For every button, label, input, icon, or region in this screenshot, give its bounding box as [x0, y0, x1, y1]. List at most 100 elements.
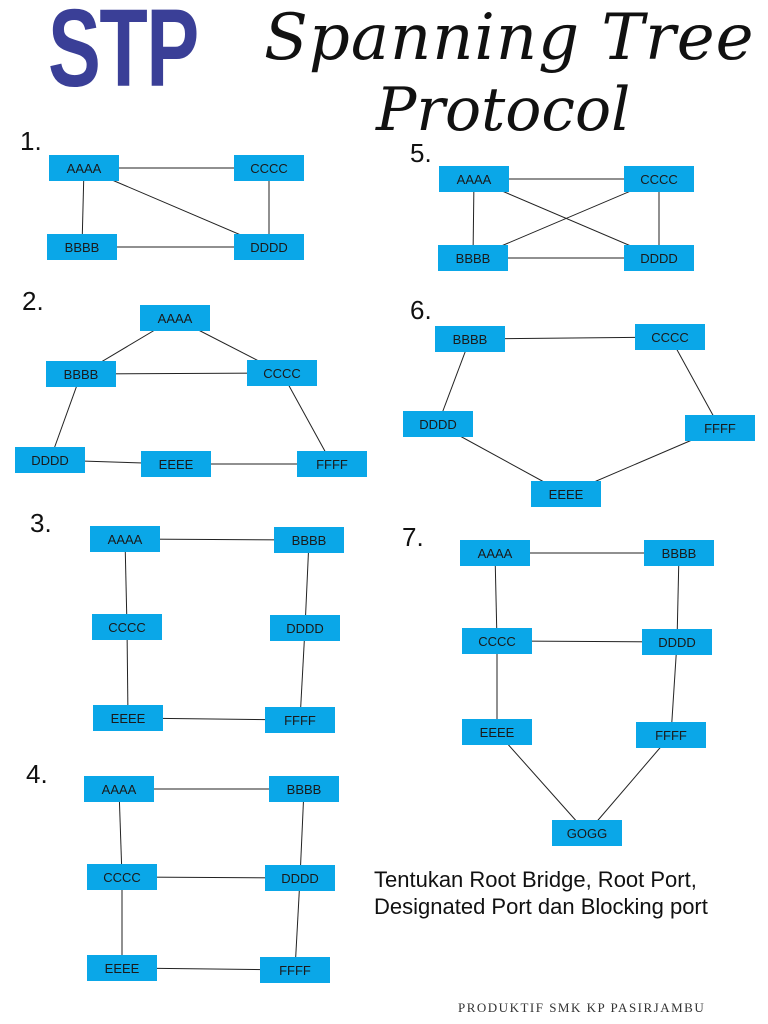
- switch-node-dddd: DDDD: [403, 411, 473, 437]
- link-cccc-ffff: [281, 372, 333, 465]
- switch-label: AAAA: [478, 546, 513, 561]
- switch-node-eeee: EEEE: [141, 451, 211, 477]
- switch-label: FFFF: [279, 963, 311, 978]
- link-aaaa-dddd: [83, 167, 270, 248]
- switch-label: DDDD: [419, 417, 457, 432]
- link-cccc-ffff: [669, 336, 721, 429]
- switch-node-cccc: CCCC: [92, 614, 162, 640]
- link-aaaa-cccc: [118, 788, 123, 878]
- diagram-number-5: 5.: [410, 138, 432, 168]
- switch-label: FFFF: [704, 421, 736, 436]
- switch-node-ffff: FFFF: [265, 707, 335, 733]
- switch-node-cccc: CCCC: [624, 166, 694, 192]
- diagram-number-2: 2.: [22, 286, 44, 316]
- switch-box: [265, 707, 335, 733]
- switch-label: AAAA: [158, 311, 193, 326]
- switch-box: [636, 722, 706, 748]
- switch-node-aaaa: AAAA: [460, 540, 530, 566]
- switch-box: [247, 360, 317, 386]
- switch-label: DDDD: [640, 251, 678, 266]
- link-eeee-gogg: [496, 731, 588, 834]
- switch-box: [531, 481, 601, 507]
- switch-label: EEEE: [159, 457, 194, 472]
- switch-node-ffff: FFFF: [685, 415, 755, 441]
- link-aaaa-bbbb: [472, 178, 475, 259]
- switch-label: AAAA: [457, 172, 492, 187]
- switch-node-aaaa: AAAA: [140, 305, 210, 331]
- switch-label: CCCC: [263, 366, 301, 381]
- switch-label: EEEE: [111, 711, 146, 726]
- link-bbbb-dddd: [437, 338, 471, 425]
- link-cccc-eeee: [126, 626, 129, 719]
- switch-box: [274, 527, 344, 553]
- switch-label: BBBB: [456, 251, 491, 266]
- switch-box: [234, 155, 304, 181]
- switch-label: BBBB: [292, 533, 327, 548]
- switch-label: AAAA: [102, 782, 137, 797]
- switch-box: [462, 628, 532, 654]
- switch-node-dddd: DDDD: [265, 865, 335, 891]
- diagram-number-4: 4.: [26, 759, 48, 789]
- switch-box: [87, 864, 157, 890]
- switch-label: CCCC: [478, 634, 516, 649]
- diagram-number-1: 1.: [20, 126, 42, 156]
- switch-box: [46, 361, 116, 387]
- switch-label: AAAA: [108, 532, 143, 547]
- switch-label: DDDD: [250, 240, 288, 255]
- switch-box: [269, 776, 339, 802]
- switch-label: BBBB: [64, 367, 99, 382]
- switch-label: CCCC: [250, 161, 288, 176]
- link-cccc-bbbb: [472, 178, 660, 259]
- switch-box: [644, 540, 714, 566]
- switch-node-bbbb: BBBB: [47, 234, 117, 260]
- switch-box: [15, 447, 85, 473]
- switch-box: [462, 719, 532, 745]
- switch-node-aaaa: AAAA: [439, 166, 509, 192]
- switch-label: BBBB: [662, 546, 697, 561]
- switch-box: [297, 451, 367, 477]
- switch-box: [265, 865, 335, 891]
- switch-node-dddd: DDDD: [642, 629, 712, 655]
- diagram-number-6: 6.: [410, 295, 432, 325]
- switch-box: [87, 955, 157, 981]
- switch-box: [439, 166, 509, 192]
- switch-node-cccc: CCCC: [87, 864, 157, 890]
- switch-node-cccc: CCCC: [234, 155, 304, 181]
- switch-node-eeee: EEEE: [531, 481, 601, 507]
- switch-node-cccc: CCCC: [247, 360, 317, 386]
- switch-box: [141, 451, 211, 477]
- diagram-2: AAAA BBBB CCCC DDDD EEEE FFFF: [15, 305, 367, 477]
- switch-node-bbbb: BBBB: [274, 527, 344, 553]
- link-aaaa-cccc: [494, 552, 498, 642]
- switch-box: [624, 245, 694, 271]
- switch-box: [49, 155, 119, 181]
- switch-label: BBBB: [65, 240, 100, 255]
- switch-node-dddd: DDDD: [15, 447, 85, 473]
- link-aaaa-bbbb: [81, 167, 85, 248]
- switch-label: FFFF: [316, 457, 348, 472]
- link-bbbb-dddd: [676, 552, 680, 643]
- switch-box: [93, 705, 163, 731]
- switch-label: CCCC: [108, 620, 146, 635]
- switch-label: CCCC: [651, 330, 689, 345]
- switch-node-eeee: EEEE: [93, 705, 163, 731]
- switch-node-dddd: DDDD: [624, 245, 694, 271]
- link-dddd-ffff: [670, 641, 678, 736]
- link-bbbb-dddd: [299, 788, 305, 879]
- switch-label: FFFF: [284, 713, 316, 728]
- switch-node-aaaa: AAAA: [49, 155, 119, 181]
- switch-box: [642, 629, 712, 655]
- switch-node-gogg: GOGG: [552, 820, 622, 846]
- switch-label: CCCC: [640, 172, 678, 187]
- switch-node-bbbb: BBBB: [269, 776, 339, 802]
- switch-node-bbbb: BBBB: [438, 245, 508, 271]
- diagram-number-3: 3.: [30, 508, 52, 538]
- link-bbbb-dddd: [304, 539, 310, 629]
- switch-node-aaaa: AAAA: [90, 526, 160, 552]
- diagram-number-7: 7.: [402, 522, 424, 552]
- title-spanning-tree: Spanning Tree: [264, 1, 755, 75]
- switch-box: [90, 526, 160, 552]
- switch-node-dddd: DDDD: [270, 615, 340, 641]
